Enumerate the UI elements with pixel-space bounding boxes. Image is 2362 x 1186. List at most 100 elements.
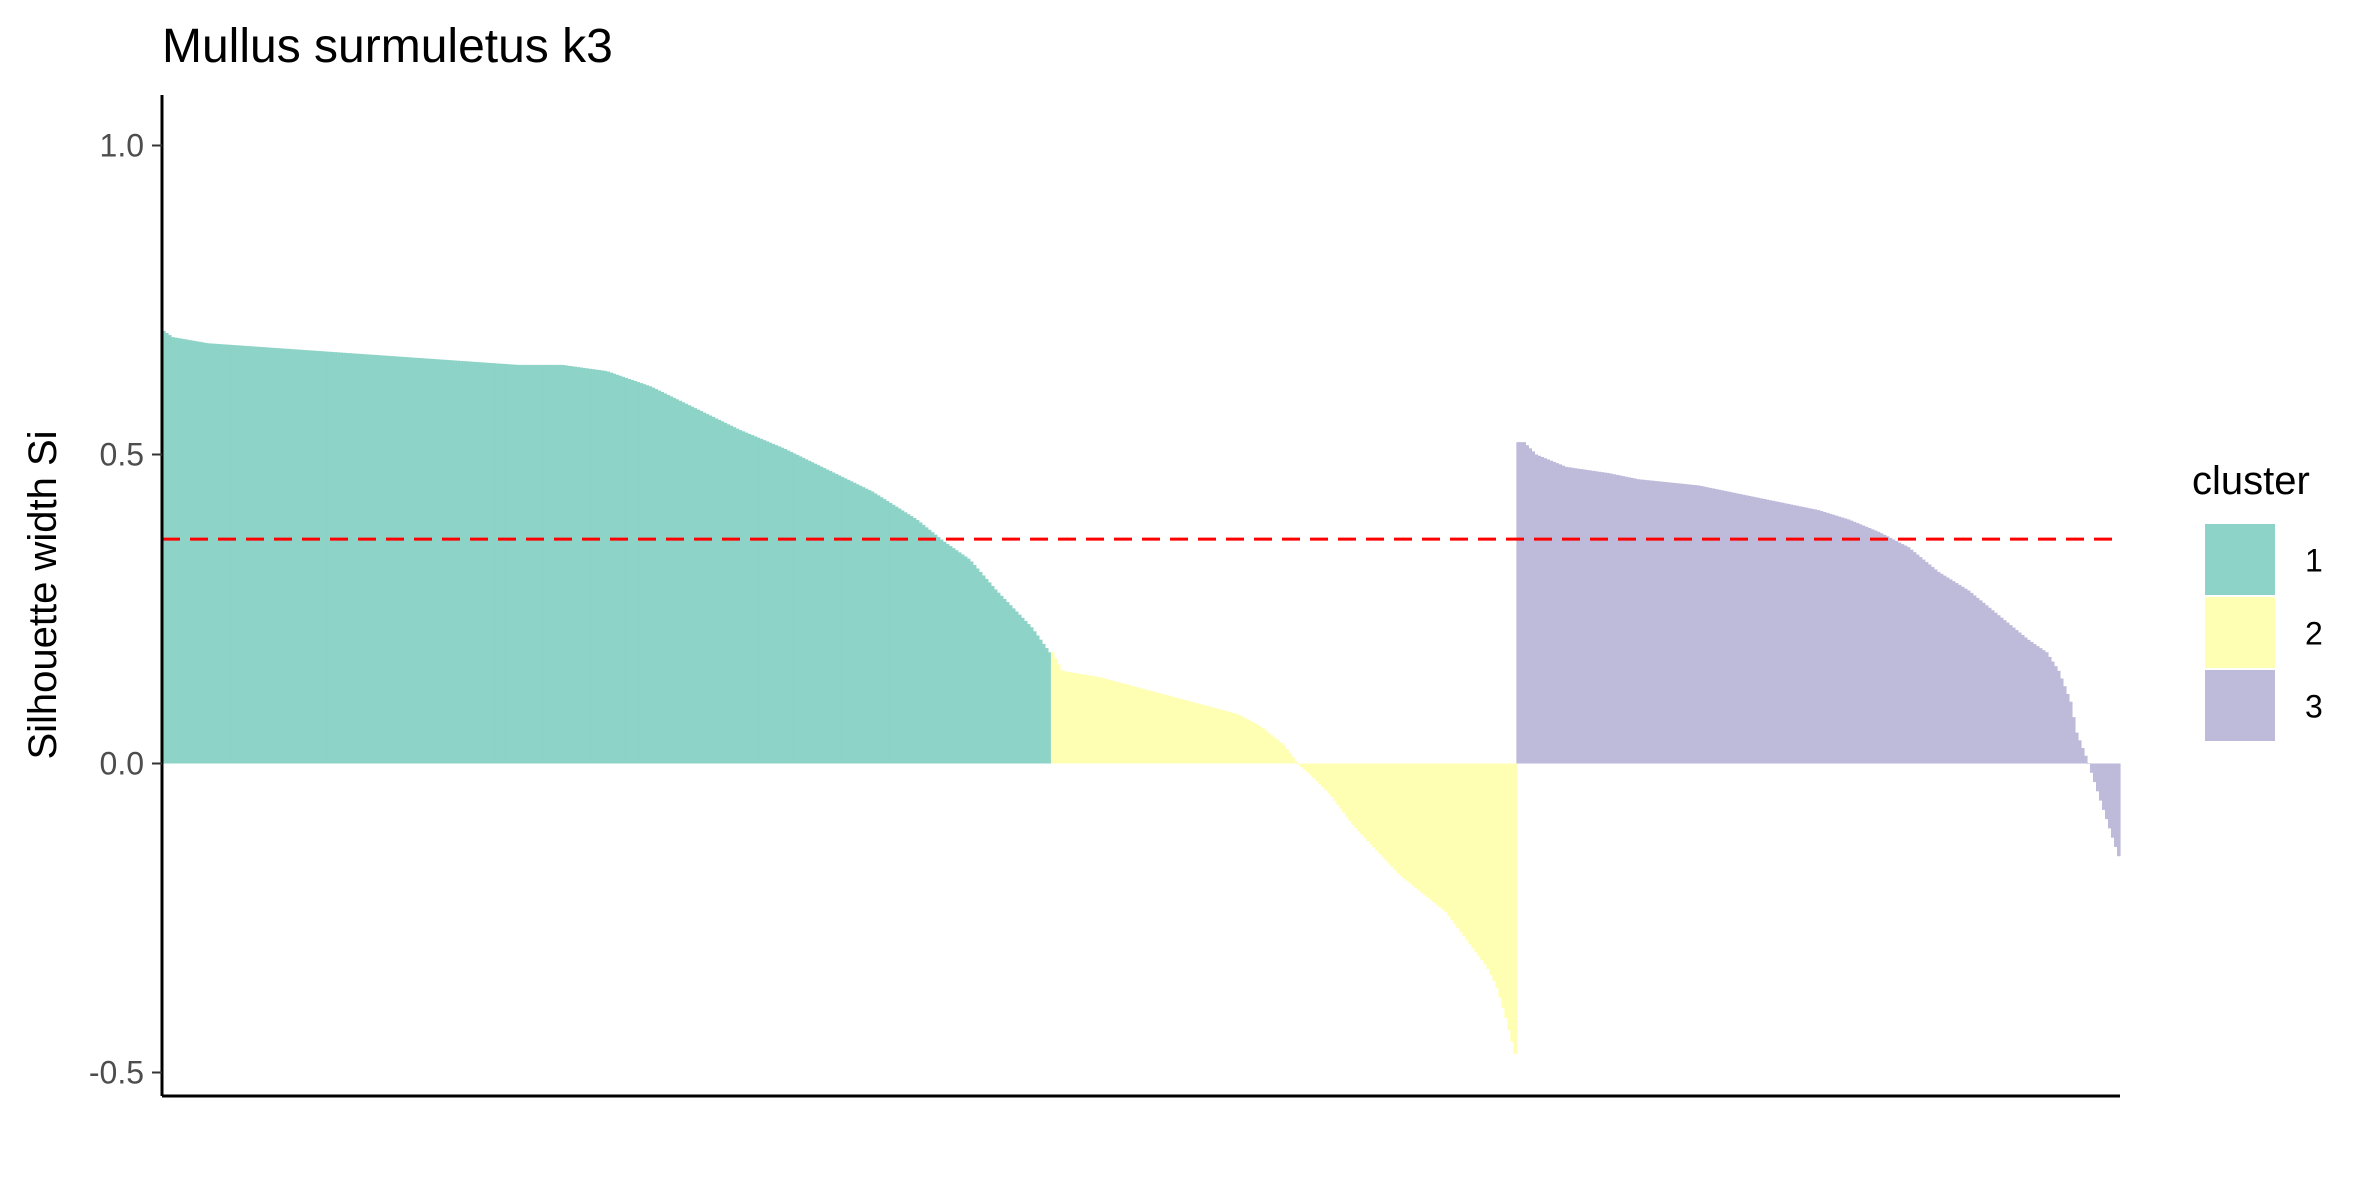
silhouette-bar [1876,531,1881,764]
silhouette-bar [1450,763,1454,921]
silhouette-bar [792,453,797,764]
silhouette-bar [717,419,722,764]
silhouette-bar [342,352,346,764]
silhouette-bar [201,342,205,764]
silhouette-bar [1339,763,1343,809]
silhouette-bar [570,366,575,764]
silhouette-bar [864,488,869,764]
silhouette-bar [495,363,499,764]
silhouette-bar [738,430,743,764]
silhouette-bar [375,355,379,764]
silhouette-bar [486,362,490,764]
silhouette-bar [1498,763,1502,998]
silhouette-bar [993,589,998,764]
silhouette-bar [831,472,836,764]
silhouette-bar [1783,503,1788,764]
silhouette-bar [2074,732,2079,764]
silhouette-bar [1411,763,1415,886]
silhouette-bar [1975,597,1980,764]
silhouette-bar [2050,661,2055,764]
silhouette-bar [1681,483,1686,764]
silhouette-bar [1366,763,1370,842]
silhouette-bar [801,457,806,764]
silhouette-bar [1738,494,1743,764]
silhouette-bar [669,396,674,764]
silhouette-bar [1053,658,1058,764]
silhouette-bar [1663,482,1668,764]
silhouette-bar [1086,675,1091,764]
silhouette-bar [927,529,932,764]
silhouette-bar [471,361,475,764]
silhouette-bar [1504,763,1508,1018]
silhouette-bar [1987,607,1992,764]
silhouette-bar [897,508,902,764]
silhouette-bar [2068,701,2073,764]
silhouette-bar [1729,492,1734,764]
silhouette-bar [1282,744,1286,764]
y-tick-label: 1.0 [100,128,144,164]
silhouette-bar [1453,763,1457,925]
silhouette-bar [618,375,623,764]
silhouette-bar [1777,502,1782,764]
silhouette-bar [1513,763,1517,1054]
silhouette-bar [300,349,304,764]
silhouette-bar [1041,643,1046,764]
silhouette-bar [1990,610,1995,764]
silhouette-bar [852,482,857,764]
silhouette-bar [789,451,794,764]
silhouette-bar [1369,763,1373,845]
silhouette-bar [1963,588,1968,764]
silhouette-bar [1690,484,1695,764]
silhouette-bar [1840,517,1845,764]
axis-layer: -0.50.00.51.0 [89,95,2120,1098]
silhouette-bar [642,384,647,764]
silhouette-bar [390,356,394,764]
silhouette-bar [1993,612,1998,764]
silhouette-bar [396,356,400,764]
silhouette-bar [366,354,370,764]
silhouette-bar [1222,710,1226,764]
silhouette-bar [735,428,740,764]
silhouette-bar [1864,526,1869,764]
silhouette-bar [222,344,226,764]
silhouette-bar [2017,632,2022,764]
silhouette-bar [2098,763,2103,801]
silhouette-bar [1684,484,1689,764]
silhouette-bar [510,364,514,764]
silhouette-bar [1666,482,1671,764]
silhouette-bar [963,556,968,764]
silhouette-bar [1531,451,1535,764]
silhouette-bar [429,358,433,764]
silhouette-bar [1846,519,1851,764]
silhouette-bar [816,465,821,764]
silhouette-bar [498,363,502,764]
silhouette-bar [918,522,923,764]
silhouette-bar [714,418,719,764]
silhouette-bar [2089,763,2094,773]
silhouette-bar [597,370,602,764]
silhouette-bar [1639,479,1644,764]
silhouette-bar [1228,711,1232,764]
silhouette-bar [462,361,466,764]
silhouette-bar [774,445,779,764]
silhouette-bar [315,350,319,764]
silhouette-bar [1522,442,1526,764]
silhouette-bar [180,338,184,764]
silhouette-bar [1537,455,1541,764]
silhouette-bar [987,582,992,764]
silhouette-bar [1138,687,1142,764]
silhouette-bar [1744,495,1749,764]
silhouette-bar [1309,763,1313,776]
silhouette-bar [504,364,508,764]
silhouette-bar [417,357,421,764]
silhouette-bar [249,346,253,764]
legend: cluster 123 [2192,459,2323,741]
legend-label-3: 3 [2305,689,2323,725]
legend-key-1 [2205,524,2275,595]
silhouette-bar [1615,474,1620,764]
silhouette-bar [636,382,641,764]
silhouette-bar [1714,489,1719,764]
silhouette-bar [1702,486,1707,764]
silhouette-bar [1780,502,1785,764]
silhouette-bar [1672,482,1677,764]
